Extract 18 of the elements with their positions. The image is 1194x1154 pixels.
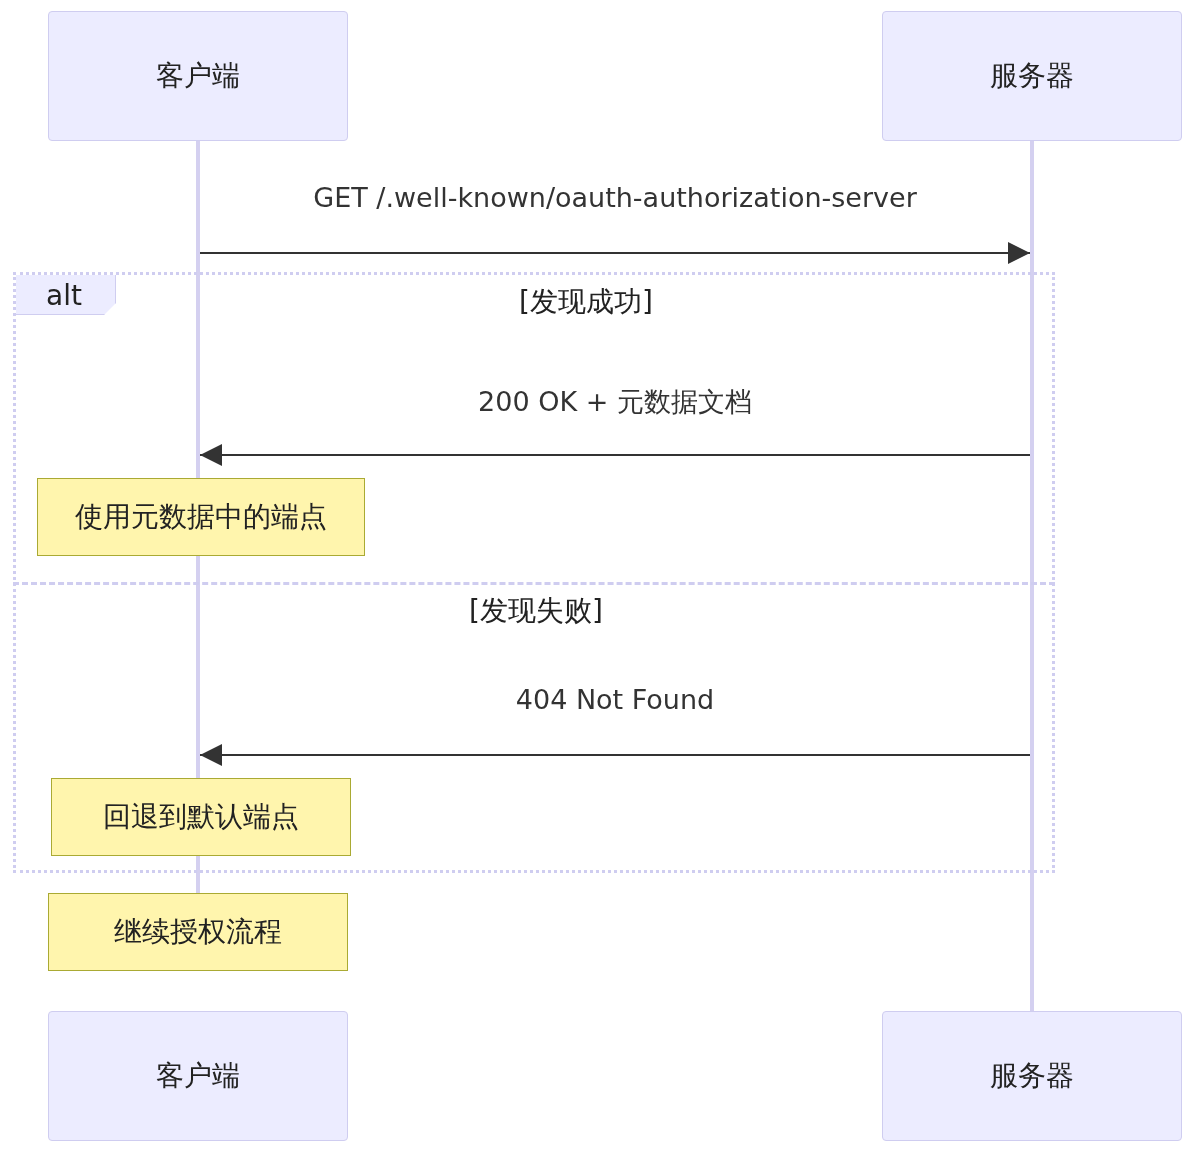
lifeline xyxy=(1030,141,1034,1011)
fragment-operator: alt xyxy=(16,275,116,315)
note-box: 继续授权流程 xyxy=(48,893,348,971)
condition-label: [发现失败] xyxy=(469,593,603,629)
message-arrow xyxy=(199,444,1031,466)
condition-label: [发现成功] xyxy=(519,284,653,320)
participant-box: 客户端 xyxy=(48,1011,348,1141)
fragment-frame xyxy=(13,272,1055,873)
message-arrow xyxy=(199,242,1031,264)
note-box: 使用元数据中的端点 xyxy=(37,478,365,556)
message-label: GET /.well-known/oauth-authorization-server xyxy=(313,182,917,213)
participant-box: 客户端 xyxy=(48,11,348,141)
participant-box: 服务器 xyxy=(882,11,1182,141)
message-label: 200 OK + 元数据文档 xyxy=(478,385,752,419)
message-arrow xyxy=(199,744,1031,766)
participant-box: 服务器 xyxy=(882,1011,1182,1141)
message-label: 404 Not Found xyxy=(515,684,715,715)
note-box: 回退到默认端点 xyxy=(51,778,351,856)
